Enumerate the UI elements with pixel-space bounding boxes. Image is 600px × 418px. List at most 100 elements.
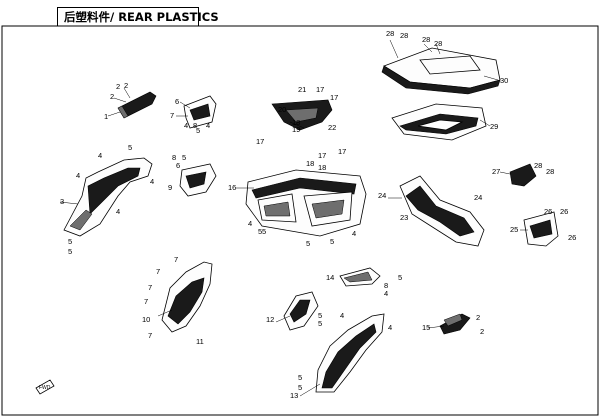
callout: 16: [228, 183, 236, 192]
part-1-bracket: [107, 87, 157, 119]
callout: 5: [258, 227, 262, 236]
part-12-bracket: [283, 291, 319, 331]
callout: 26: [544, 207, 552, 216]
callout: 7: [170, 111, 174, 120]
callout: 28: [400, 31, 408, 40]
callout: 17: [316, 85, 324, 94]
callout: 2: [480, 327, 484, 336]
callout: 5: [318, 319, 322, 328]
callout-labels: 2 2 2 1 6 7 8 4 5 4 21 17 17 20 18 19 22…: [60, 29, 576, 400]
part-9-bracket: [179, 163, 217, 197]
callout: 14: [326, 273, 334, 282]
callout: 4: [248, 219, 252, 228]
callout: 5: [306, 239, 310, 248]
callout: 5: [68, 237, 72, 246]
callout: 11: [196, 337, 204, 346]
callout: 21: [298, 85, 306, 94]
part-21-bracket: [271, 99, 333, 131]
callout: 3: [60, 197, 64, 206]
part-13-side-panel: [315, 313, 385, 393]
callout: 24: [474, 193, 482, 202]
callout: 13: [290, 391, 298, 400]
callout: 20: [278, 105, 286, 114]
callout: 12: [266, 315, 274, 324]
callout: 5: [196, 126, 200, 135]
callout: 18: [318, 163, 326, 172]
callout: 24: [378, 191, 386, 200]
callout: 15: [422, 323, 430, 332]
callout: 7: [156, 267, 160, 276]
callout: 4: [150, 177, 154, 186]
page-title: 后塑料件/ REAR PLASTICS: [57, 7, 219, 26]
callout: 8: [172, 153, 176, 162]
callout: 4: [206, 121, 210, 130]
callout: 28: [434, 39, 442, 48]
callout: 28: [386, 29, 394, 38]
callout: 5: [182, 153, 186, 162]
callout: 2: [116, 82, 120, 91]
callout: 1: [104, 112, 108, 121]
callout: 18: [306, 159, 314, 168]
callout: 5: [262, 227, 266, 236]
callout: 5: [298, 383, 302, 392]
callout: 4: [388, 323, 392, 332]
callout: 4: [98, 151, 102, 160]
callout: 4: [184, 121, 188, 130]
callout: 4: [352, 229, 356, 238]
callout: 25: [510, 225, 518, 234]
callout: 26: [568, 233, 576, 242]
callout: 4: [384, 289, 388, 298]
part-25-panel: [523, 211, 559, 247]
callout: 2: [476, 313, 480, 322]
callout: 7: [144, 297, 148, 306]
callout: 5: [128, 143, 132, 152]
callout: 28: [422, 35, 430, 44]
callout: 27: [492, 167, 500, 176]
callout: 23: [400, 213, 408, 222]
callout: 17: [338, 147, 346, 156]
part-30-rack-top: [381, 47, 501, 95]
callout: 5: [298, 373, 302, 382]
callout: 29: [490, 122, 498, 131]
callout: 4: [340, 311, 344, 320]
callout: 5: [398, 273, 402, 282]
callout: 17: [330, 93, 338, 102]
callout: 19: [292, 125, 300, 134]
part-27-bracket: [509, 163, 537, 187]
part-16-rear-tub: [245, 169, 367, 237]
part-10-side-panel: [161, 261, 213, 333]
part-3-left-fender: [63, 157, 153, 237]
callout: 9: [168, 183, 172, 192]
callout: 2: [110, 92, 114, 101]
callout: 28: [534, 161, 542, 170]
part-29-rack-panel: [391, 103, 487, 141]
callout: 8: [384, 281, 388, 290]
callout: 30: [500, 76, 508, 85]
diagram-border: [1, 25, 599, 416]
part-23-frame: [399, 175, 485, 247]
callout: 5: [330, 237, 334, 246]
callout: 7: [174, 255, 178, 264]
fwd-label: FWD: [39, 385, 51, 391]
callout: 18: [292, 118, 300, 127]
callout: 4: [76, 171, 80, 180]
callout: 5: [318, 311, 322, 320]
callout: 28: [546, 167, 554, 176]
part-15-bracket: [439, 313, 471, 335]
callout: 8: [193, 121, 197, 130]
callout: 22: [328, 123, 336, 132]
callout: 17: [318, 151, 326, 160]
part-14-bracket: [339, 267, 381, 287]
fwd-direction-badge: FWD: [35, 379, 55, 395]
callout: 4: [116, 207, 120, 216]
leader-lines: [59, 39, 528, 397]
part-6-mount: [176, 95, 217, 129]
callout: 17: [256, 137, 264, 146]
callout: 26: [560, 207, 568, 216]
callout: 10: [142, 315, 150, 324]
callout: 7: [148, 331, 152, 340]
callout: 7: [148, 283, 152, 292]
callout: 6: [176, 161, 180, 170]
